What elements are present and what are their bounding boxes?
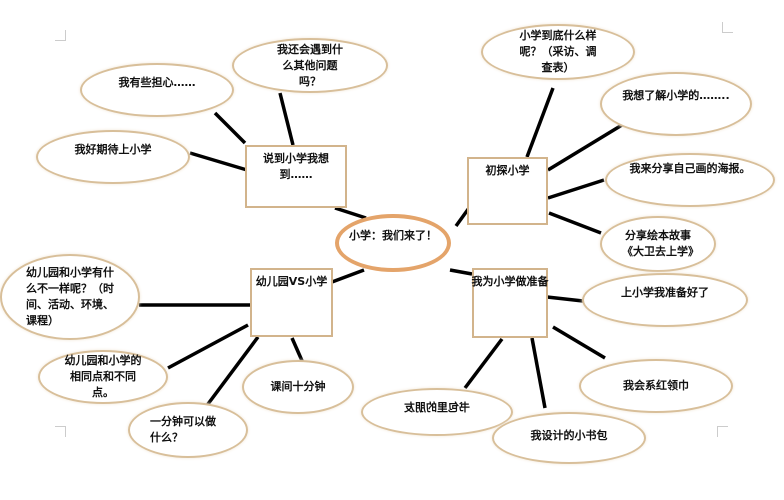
- connector: [449, 268, 473, 276]
- branch-explore: 初探小学: [467, 157, 548, 225]
- connector: [546, 295, 584, 303]
- leaf-node: 我还会遇到什么其他问题吗？: [232, 38, 388, 93]
- leaf-node: 我有些担心……: [80, 63, 234, 117]
- leaf-label: 我好期待上小学: [74, 143, 152, 156]
- connector: [525, 87, 555, 158]
- leaf-node: 幼儿园和小学有什么不一样呢？（时间、活动、环境、课程）: [0, 254, 140, 340]
- crop-mark: [55, 30, 66, 41]
- connector: [548, 211, 602, 235]
- leaf-node: 分享绘本故事《大卫去上学》: [600, 216, 716, 272]
- connector: [552, 325, 606, 360]
- connector: [530, 337, 547, 409]
- leaf-node: 幼儿园和小学的相同点和不同点。: [38, 350, 168, 404]
- leaf-node: 小学到底什么样呢？（采访、调查表）: [481, 24, 635, 80]
- leaf-label: 小学到底什么样呢？（采访、调查表）: [519, 29, 597, 74]
- central-topic-label: 小学：我们来了！: [349, 229, 437, 242]
- branch-thoughts: 说到小学我想到……: [245, 145, 347, 208]
- connector: [278, 92, 295, 146]
- leaf-label: 我有些担心……: [118, 76, 196, 89]
- leaf-node: 我会系红领巾: [579, 359, 733, 413]
- connector: [547, 123, 623, 172]
- connector: [290, 337, 305, 364]
- crop-mark: [722, 22, 733, 33]
- leaf-label: 书包里的朋友: [404, 401, 470, 414]
- connector: [167, 323, 249, 370]
- branch-prepare: 我为小学做准备: [471, 268, 549, 338]
- leaf-label: 一分钟可以做什么？: [150, 415, 216, 444]
- crop-mark: [717, 426, 728, 437]
- leaf-node: 上小学我准备好了: [582, 273, 748, 327]
- leaf-node: 我设计的小书包: [492, 412, 646, 464]
- connector: [331, 268, 365, 284]
- branch-title: 我为小学做准备: [471, 275, 549, 288]
- branch-compare: 幼儿园VS小学: [250, 268, 333, 337]
- branch-title: 说到小学我想到……: [263, 152, 329, 181]
- leaf-label: 我还会遇到什么其他问题吗？: [277, 42, 343, 88]
- leaf-node: 我好期待上小学: [36, 130, 190, 184]
- connector: [189, 151, 248, 172]
- connector: [334, 206, 367, 220]
- connector: [547, 178, 605, 200]
- leaf-label: 分享绘本故事《大卫去上学》: [622, 229, 699, 258]
- leaf-label: 幼儿园和小学有什么不一样呢？（时间、活动、环境、课程）: [26, 266, 114, 327]
- connector: [454, 206, 471, 228]
- leaf-node: 一分钟可以做什么？: [128, 402, 248, 458]
- leaf-label: 我设计的小书包: [530, 429, 608, 442]
- branch-title: 幼儿园VS小学: [255, 275, 328, 288]
- leaf-node: 书包里的朋友: [361, 388, 513, 436]
- central-topic: 小学：我们来了！: [335, 214, 451, 272]
- connector: [203, 335, 260, 410]
- leaf-label: 课间十分钟: [270, 380, 326, 393]
- connector: [463, 337, 504, 390]
- connector: [213, 111, 247, 145]
- leaf-node: 我来分享自己画的海报。: [605, 153, 775, 207]
- leaf-label: 幼儿园和小学的相同点和不同点。: [64, 354, 142, 399]
- leaf-label: 我会系红领巾: [623, 379, 689, 392]
- branch-title: 初探小学: [485, 164, 530, 177]
- leaf-node: 课间十分钟: [242, 360, 354, 414]
- leaf-label: 上小学我准备好了: [621, 286, 709, 299]
- crop-mark: [55, 426, 66, 437]
- leaf-label: 我来分享自己画的海报。: [629, 162, 751, 175]
- leaf-node: 我想了解小学的……..: [600, 72, 752, 136]
- leaf-label: 我想了解小学的……..: [622, 89, 730, 102]
